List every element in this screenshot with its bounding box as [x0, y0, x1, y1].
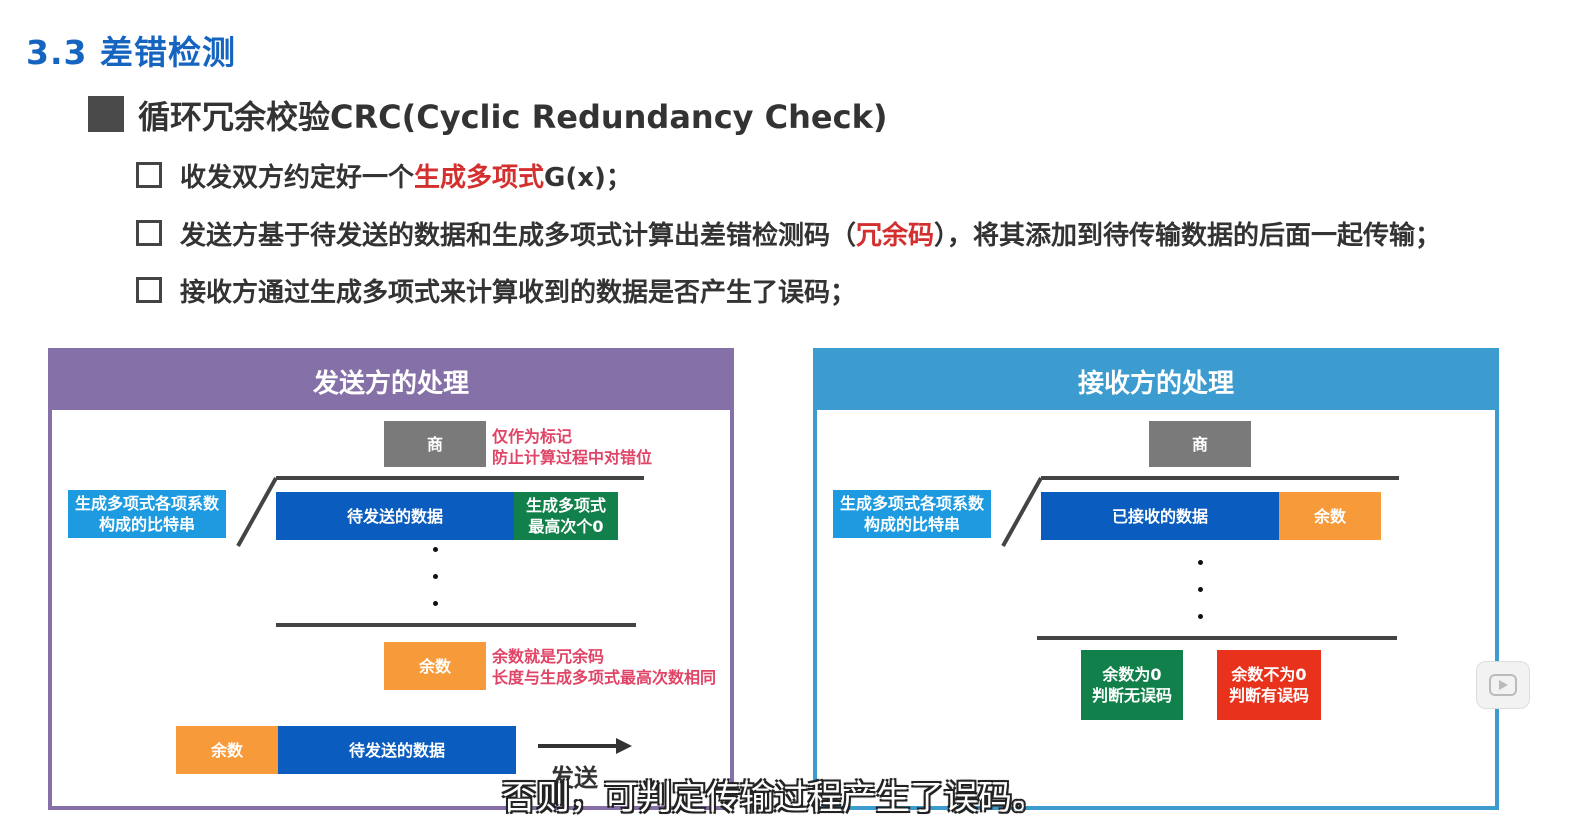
remainder-note-line1: 余数就是冗余码 [492, 647, 605, 666]
bullet-3-prefix: 接收方通过生成多项式来计算收到的数据是否产生了误码； [180, 278, 857, 308]
send-arrow-icon [538, 738, 632, 754]
bullet-box-icon [136, 277, 162, 303]
bullet-2-suffix: ），将其添加到待传输数据的后面一起传输； [934, 221, 1442, 251]
quotient-note-line1: 仅作为标记 [492, 427, 573, 446]
final-data-box: 待发送的数据 [278, 726, 516, 774]
bullet-3-text: 接收方通过生成多项式来计算收到的数据是否产生了误码； [180, 272, 856, 309]
ellipsis-dot [1198, 560, 1203, 565]
division-line [276, 623, 636, 627]
quotient-note-line2: 防止计算过程中对错位 [492, 448, 653, 467]
bullet-box-icon [136, 162, 162, 188]
remainder-box: 余数 [384, 642, 486, 690]
received-data-box: 已接收的数据 [1041, 492, 1279, 540]
page-title: 3.3 差错检测 [26, 33, 236, 72]
remainder-box: 余数 [1279, 492, 1381, 540]
ellipsis-dot [1198, 614, 1203, 619]
sender-panel: 发送方的处理 商 仅作为标记 防止计算过程中对错位 生成多项式各项系数构成的比特… [48, 348, 734, 810]
divisor-line1: 生成多项式各项系数 [74, 494, 219, 513]
remainder-note-line2: 长度与生成多项式最高次数相同 [492, 668, 717, 687]
zeros-box: 生成多项式最高次个0 [514, 492, 618, 540]
bilibili-play-icon[interactable] [1476, 661, 1530, 709]
final-remainder-box: 余数 [176, 726, 278, 774]
quotient-box: 商 [384, 421, 486, 467]
bullet-1-text: 收发双方约定好一个生成多项式G(x)； [180, 157, 632, 194]
no-error-result-box: 余数为0 判断无误码 [1081, 650, 1183, 720]
receiver-panel: 接收方的处理 商 生成多项式各项系数构成的比特串 已接收的数据 余数 余数为0 判… [813, 348, 1499, 810]
divisor-line2: 构成的比特串 [98, 515, 195, 534]
bullet-2-text: 发送方基于待发送的数据和生成多项式计算出差错检测码（冗余码），将其添加到待传输数… [180, 215, 1441, 252]
error-result-box: 余数不为0 判断有误码 [1217, 650, 1321, 720]
bullet-2-prefix: 发送方基于待发送的数据和生成多项式计算出差错检测码（ [180, 221, 857, 251]
divisor-line2: 构成的比特串 [863, 515, 960, 534]
sender-panel-title: 发送方的处理 [52, 352, 730, 410]
ellipsis-dot [433, 547, 438, 552]
zeros-line1: 生成多项式 [525, 496, 606, 515]
send-label: 发送 [550, 764, 598, 792]
divisor-box: 生成多项式各项系数构成的比特串 [833, 490, 991, 538]
data-box: 待发送的数据 [276, 492, 514, 540]
play-triangle-icon [1489, 674, 1517, 696]
no-error-line1: 余数为0 [1102, 665, 1162, 684]
topic-heading: 循环冗余校验CRC(Cyclic Redundancy Check) [138, 98, 888, 136]
division-bracket-icon [1001, 476, 1399, 547]
division-bracket-icon [236, 476, 644, 547]
ellipsis-dot [1198, 587, 1203, 592]
bullet-1-prefix: 收发双方约定好一个 [180, 163, 415, 193]
zeros-line2: 最高次个0 [528, 517, 604, 536]
quotient-box: 商 [1149, 421, 1251, 467]
divisor-line1: 生成多项式各项系数 [839, 494, 984, 513]
error-line1: 余数不为0 [1231, 665, 1307, 684]
error-line2: 判断有误码 [1228, 686, 1309, 705]
bullet-box-icon [136, 220, 162, 246]
video-subtitle: 否则，可判定传输过程产生了误码。 [502, 778, 1046, 818]
division-line [1037, 636, 1397, 640]
bullet-2-highlight: 冗余码 [856, 221, 935, 251]
bullet-1-suffix: G(x)； [544, 163, 632, 193]
bullet-square-icon [88, 96, 124, 132]
receiver-panel-title: 接收方的处理 [817, 352, 1495, 410]
bullet-1-highlight: 生成多项式 [414, 163, 545, 193]
ellipsis-dot [433, 601, 438, 606]
no-error-line2: 判断无误码 [1091, 686, 1172, 705]
ellipsis-dot [433, 574, 438, 579]
divisor-box: 生成多项式各项系数构成的比特串 [68, 490, 226, 538]
